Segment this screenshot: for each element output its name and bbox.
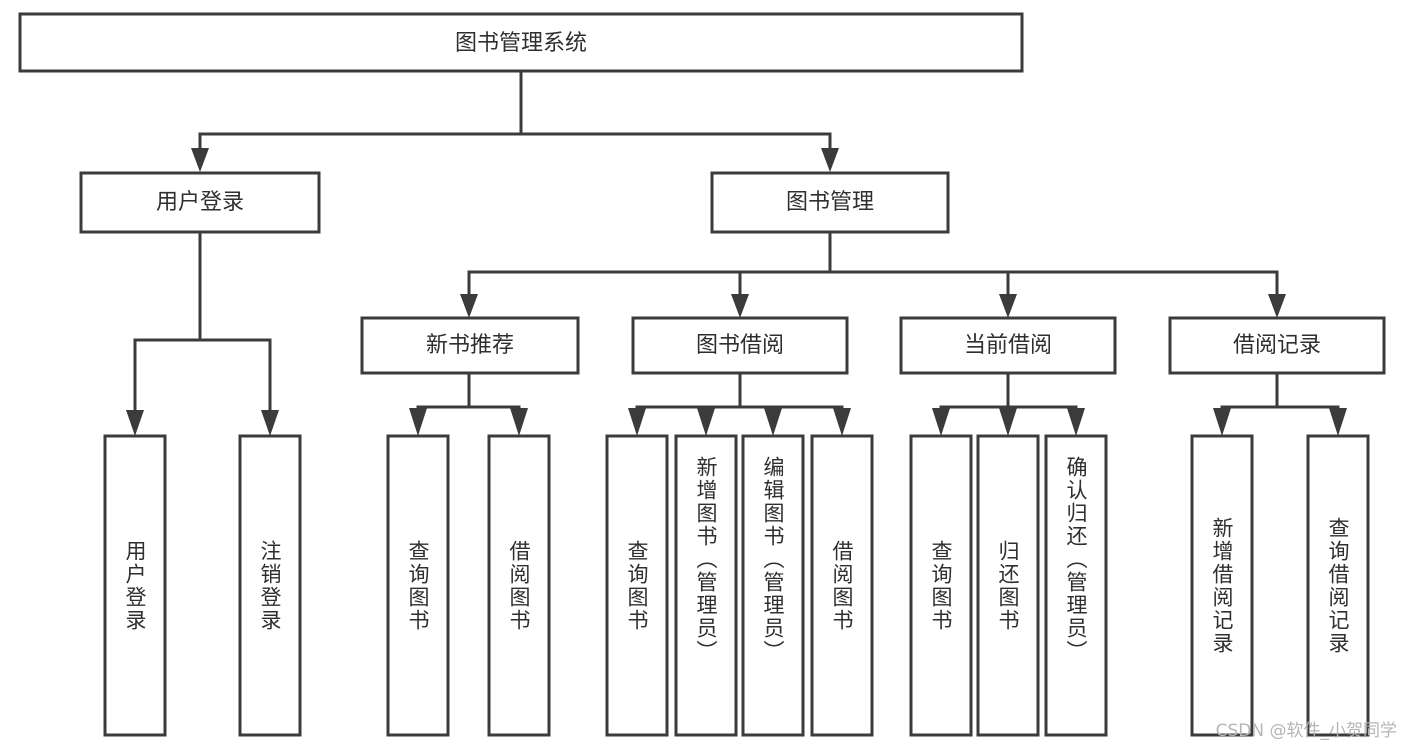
node-leaf-query-book-1[interactable]: 查询图书 — [386, 434, 450, 737]
node-leaf-confirm-return-box[interactable] — [1044, 434, 1108, 737]
arrow-to-leaf-borrow-book-1 — [510, 408, 528, 436]
node-new-book-recommend-label: 新书推荐 — [426, 333, 514, 358]
node-borrow-record-box[interactable] — [1168, 316, 1386, 375]
node-current-borrow-label: 当前借阅 — [964, 333, 1052, 358]
node-leaf-borrow-book-1-box[interactable] — [487, 434, 551, 737]
node-user-login[interactable]: 用户登录 — [79, 171, 321, 234]
node-leaf-logout-login[interactable]: 注销登录 — [238, 434, 302, 737]
arrow-to-leaf-return-book — [999, 408, 1017, 436]
node-leaf-add-book-box[interactable] — [674, 434, 738, 737]
node-leaf-return-book-label: 归还图书 — [996, 540, 1020, 632]
arrow-to-leaf-confirm-return — [1067, 408, 1085, 436]
node-leaf-query-record-box[interactable] — [1306, 434, 1370, 737]
node-leaf-query-book-3-label: 查询图书 — [929, 540, 953, 632]
arrow-to-new-book-recommend — [460, 294, 478, 318]
node-leaf-logout-login-box[interactable] — [238, 434, 302, 737]
arrow-to-leaf-user-login — [126, 410, 144, 436]
node-leaf-borrow-book-2[interactable]: 借阅图书 — [810, 434, 874, 737]
node-borrow-record[interactable]: 借阅记录 — [1168, 316, 1386, 375]
node-user-login-label: 用户登录 — [156, 190, 244, 215]
node-user-login-box[interactable] — [79, 171, 321, 234]
arrow-to-leaf-query-record — [1329, 408, 1347, 436]
node-leaf-query-record-label: 查询借阅记录 — [1326, 517, 1350, 655]
node-leaf-query-book-2-label: 查询图书 — [625, 540, 649, 632]
node-book-manage[interactable]: 图书管理 — [710, 171, 950, 234]
arrow-to-current-borrow — [999, 294, 1017, 318]
node-leaf-user-login-label: 用户登录 — [123, 540, 147, 632]
arrow-to-leaf-logout-login — [261, 410, 279, 436]
node-leaf-borrow-book-2-box[interactable] — [810, 434, 874, 737]
arrow-to-leaf-query-book-1 — [409, 408, 427, 436]
node-leaf-query-book-1-box[interactable] — [386, 434, 450, 737]
node-new-book-recommend-box[interactable] — [360, 316, 580, 375]
node-leaf-add-book[interactable]: 新增图书（管理员） — [674, 434, 738, 737]
node-leaf-logout-login-label: 注销登录 — [258, 540, 282, 632]
arrow-to-borrow-record — [1268, 294, 1286, 318]
node-leaf-query-record[interactable]: 查询借阅记录 — [1306, 434, 1370, 737]
node-book-borrow-box[interactable] — [631, 316, 849, 375]
node-leaf-user-login-box[interactable] — [103, 434, 167, 737]
node-current-borrow[interactable]: 当前借阅 — [899, 316, 1117, 375]
node-leaf-add-record-box[interactable] — [1190, 434, 1254, 737]
node-leaf-borrow-book-1-label: 借阅图书 — [507, 540, 531, 632]
arrow-to-leaf-edit-book — [764, 408, 782, 436]
node-leaf-edit-book-box[interactable] — [741, 434, 805, 737]
arrow-to-leaf-query-book-2 — [628, 408, 646, 436]
node-book-borrow[interactable]: 图书借阅 — [631, 316, 849, 375]
node-root[interactable]: 图书管理系统 — [18, 12, 1024, 73]
node-leaf-user-login[interactable]: 用户登录 — [103, 434, 167, 737]
arrow-to-leaf-query-book-3 — [932, 408, 950, 436]
node-leaf-query-book-3-box[interactable] — [909, 434, 973, 737]
node-book-manage-label: 图书管理 — [786, 190, 874, 215]
node-leaf-borrow-book-1[interactable]: 借阅图书 — [487, 434, 551, 737]
node-leaf-confirm-return[interactable]: 确认归还（管理员） — [1044, 434, 1108, 737]
node-leaf-borrow-book-2-label: 借阅图书 — [830, 540, 854, 632]
node-leaf-return-book[interactable]: 归还图书 — [976, 434, 1040, 737]
arrow-to-book-manage — [821, 148, 839, 172]
edges-layer — [126, 69, 1347, 436]
arrow-to-book-borrow — [731, 294, 749, 318]
node-root-label: 图书管理系统 — [455, 31, 587, 56]
arrow-to-user-login — [191, 148, 209, 172]
csdn-watermark: CSDN @软件_小贺同学 — [1215, 721, 1397, 741]
node-leaf-add-book-label: 新增图书（管理员） — [694, 456, 718, 663]
node-leaf-confirm-return-label: 确认归还（管理员） — [1064, 456, 1088, 663]
node-leaf-add-record-label: 新增借阅记录 — [1210, 517, 1234, 655]
node-borrow-record-label: 借阅记录 — [1233, 333, 1321, 358]
node-book-manage-box[interactable] — [710, 171, 950, 234]
node-leaf-query-book-3[interactable]: 查询图书 — [909, 434, 973, 737]
node-leaf-add-record[interactable]: 新增借阅记录 — [1190, 434, 1254, 737]
node-book-borrow-label: 图书借阅 — [696, 333, 784, 358]
node-root-box[interactable] — [18, 12, 1024, 73]
node-new-book-recommend[interactable]: 新书推荐 — [360, 316, 580, 375]
arrow-to-leaf-add-record — [1213, 408, 1231, 436]
node-leaf-query-book-2[interactable]: 查询图书 — [605, 434, 669, 737]
node-leaf-return-book-box[interactable] — [976, 434, 1040, 737]
arrow-to-leaf-add-book — [697, 408, 715, 436]
arrow-to-leaf-borrow-book-2 — [833, 408, 851, 436]
node-leaf-edit-book-label: 编辑图书（管理员） — [761, 456, 785, 663]
node-current-borrow-box[interactable] — [899, 316, 1117, 375]
node-leaf-edit-book[interactable]: 编辑图书（管理员） — [741, 434, 805, 737]
node-leaf-query-book-1-label: 查询图书 — [406, 540, 430, 632]
node-leaf-query-book-2-box[interactable] — [605, 434, 669, 737]
